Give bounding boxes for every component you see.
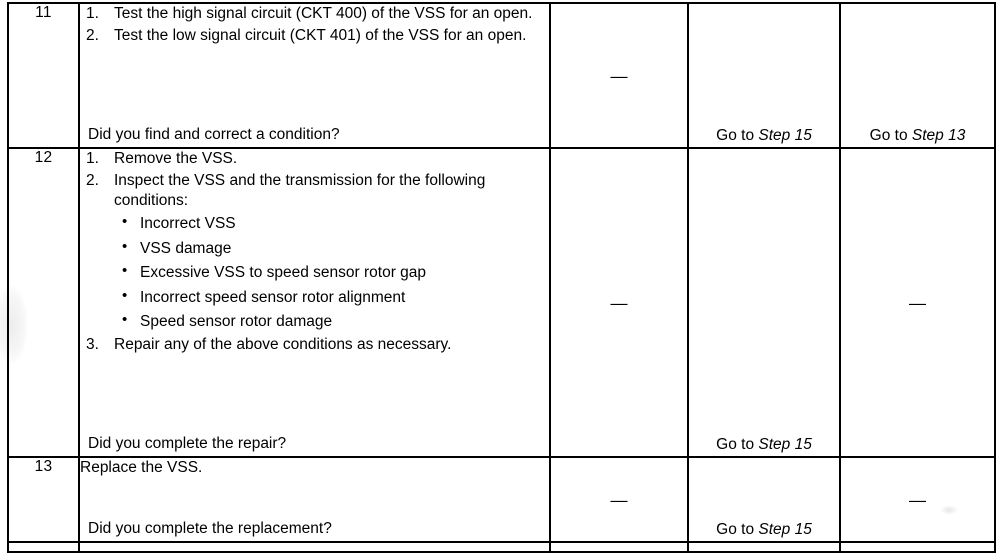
step-number-cell: 11 — [7, 2, 80, 149]
goto-prefix: Go to — [869, 127, 912, 144]
list-item: • Incorrect speed sensor rotor alignment — [114, 287, 549, 308]
list-item: • Incorrect VSS — [114, 213, 549, 234]
no-cell: Go to Step 13 — [839, 2, 996, 149]
goto-reference: Go to Step 15 — [689, 521, 839, 539]
goto-step-ref: Step 15 — [758, 521, 812, 538]
value-dash: — — [610, 293, 628, 312]
list-item-number: 1. — [86, 5, 99, 22]
goto-prefix: Go to — [716, 521, 759, 538]
goto-step-ref: Step 13 — [911, 127, 966, 144]
table-row: 11 1. Test the high signal circuit (CKT … — [7, 2, 996, 149]
bullet-text: Excessive VSS to speed sensor rotor gap — [140, 264, 427, 282]
value-cell: — — [549, 2, 689, 149]
bullet-text: Speed sensor rotor damage — [140, 312, 333, 330]
value-dash: — — [610, 66, 628, 85]
yes-cell: Go to Step 15 — [687, 147, 841, 458]
bullet-icon: • — [122, 286, 128, 304]
action-numbered-list: 1. Remove the VSS. 2. Inspect the VSS an… — [80, 149, 549, 355]
action-cell: 1. Remove the VSS. 2. Inspect the VSS an… — [78, 147, 551, 458]
list-item-number: 2. — [86, 172, 99, 190]
goto-reference: Go to Step 13 — [841, 127, 994, 145]
bullet-text: Incorrect speed sensor rotor alignment — [140, 288, 406, 306]
bullet-icon: • — [122, 237, 128, 255]
step-number-cell: 13 — [7, 456, 80, 543]
no-dash: — — [909, 490, 926, 509]
action-question: Did you complete the replacement? — [88, 519, 332, 537]
goto-step-ref: Step 15 — [758, 436, 812, 453]
goto-reference: Go to Step 15 — [689, 436, 839, 454]
action-numbered-list: 1. Test the high signal circuit (CKT 400… — [80, 4, 549, 46]
goto-prefix: Go to — [716, 436, 759, 453]
bullet-text: VSS damage — [140, 239, 232, 257]
goto-step-ref: Step 15 — [758, 127, 812, 144]
list-item: 2. Test the low signal circuit (CKT 401)… — [80, 26, 549, 46]
list-item-text: Inspect the VSS and the transmission for… — [114, 172, 486, 210]
list-item-text: Repair any of the above conditions as ne… — [114, 336, 452, 354]
no-cell: — — [839, 147, 996, 458]
bullet-text: Incorrect VSS — [140, 215, 236, 233]
list-item: • Speed sensor rotor damage — [114, 311, 549, 332]
bullet-icon: • — [122, 262, 128, 280]
list-item: • VSS damage — [114, 238, 549, 259]
value-dash: — — [610, 490, 628, 509]
no-cell: — — [839, 456, 996, 543]
action-question: Did you complete the repair? — [88, 434, 287, 452]
bullet-icon: • — [122, 310, 128, 328]
action-text: Replace the VSS. — [80, 459, 203, 476]
list-item: 2. Inspect the VSS and the transmission … — [80, 171, 549, 332]
value-cell: — — [549, 147, 689, 458]
list-item-number: 1. — [86, 150, 99, 167]
list-item: 3. Repair any of the above conditions as… — [80, 335, 549, 355]
diagnostic-table: 11 1. Test the high signal circuit (CKT … — [7, 2, 996, 553]
table-row: 12 1. Remove the VSS. 2. Inspect the VSS… — [7, 147, 996, 458]
action-cell: 1. Test the high signal circuit (CKT 400… — [78, 2, 551, 149]
step-number-cell: 12 — [7, 147, 80, 458]
table-row: 13 Replace the VSS. Did you complete the… — [7, 456, 996, 543]
list-item: • Excessive VSS to speed sensor rotor ga… — [114, 262, 549, 283]
list-item: 1. Test the high signal circuit (CKT 400… — [80, 4, 549, 24]
step-number: 13 — [34, 458, 53, 475]
list-item: 1. Remove the VSS. — [80, 149, 549, 169]
no-dash: — — [909, 293, 926, 312]
action-cell: Replace the VSS. Did you complete the re… — [78, 456, 551, 543]
list-item-number: 2. — [86, 27, 99, 45]
step-number: 11 — [35, 4, 52, 21]
goto-prefix: Go to — [716, 127, 759, 144]
value-cell: — — [549, 456, 689, 543]
yes-cell: Go to Step 15 — [687, 2, 841, 149]
condition-bullet-list: • Incorrect VSS • VSS damage • Excessive… — [114, 213, 549, 332]
list-item-text: Test the high signal circuit (CKT 400) o… — [114, 5, 533, 22]
goto-reference: Go to Step 15 — [689, 127, 839, 145]
yes-cell: Go to Step 15 — [687, 456, 841, 543]
list-item-text: Remove the VSS. — [114, 150, 238, 167]
list-item-text: Test the low signal circuit (CKT 401) of… — [114, 27, 527, 45]
bullet-icon: • — [122, 213, 128, 231]
action-question: Did you find and correct a condition? — [88, 125, 340, 143]
step-number: 12 — [34, 149, 53, 166]
list-item-number: 3. — [86, 336, 99, 354]
